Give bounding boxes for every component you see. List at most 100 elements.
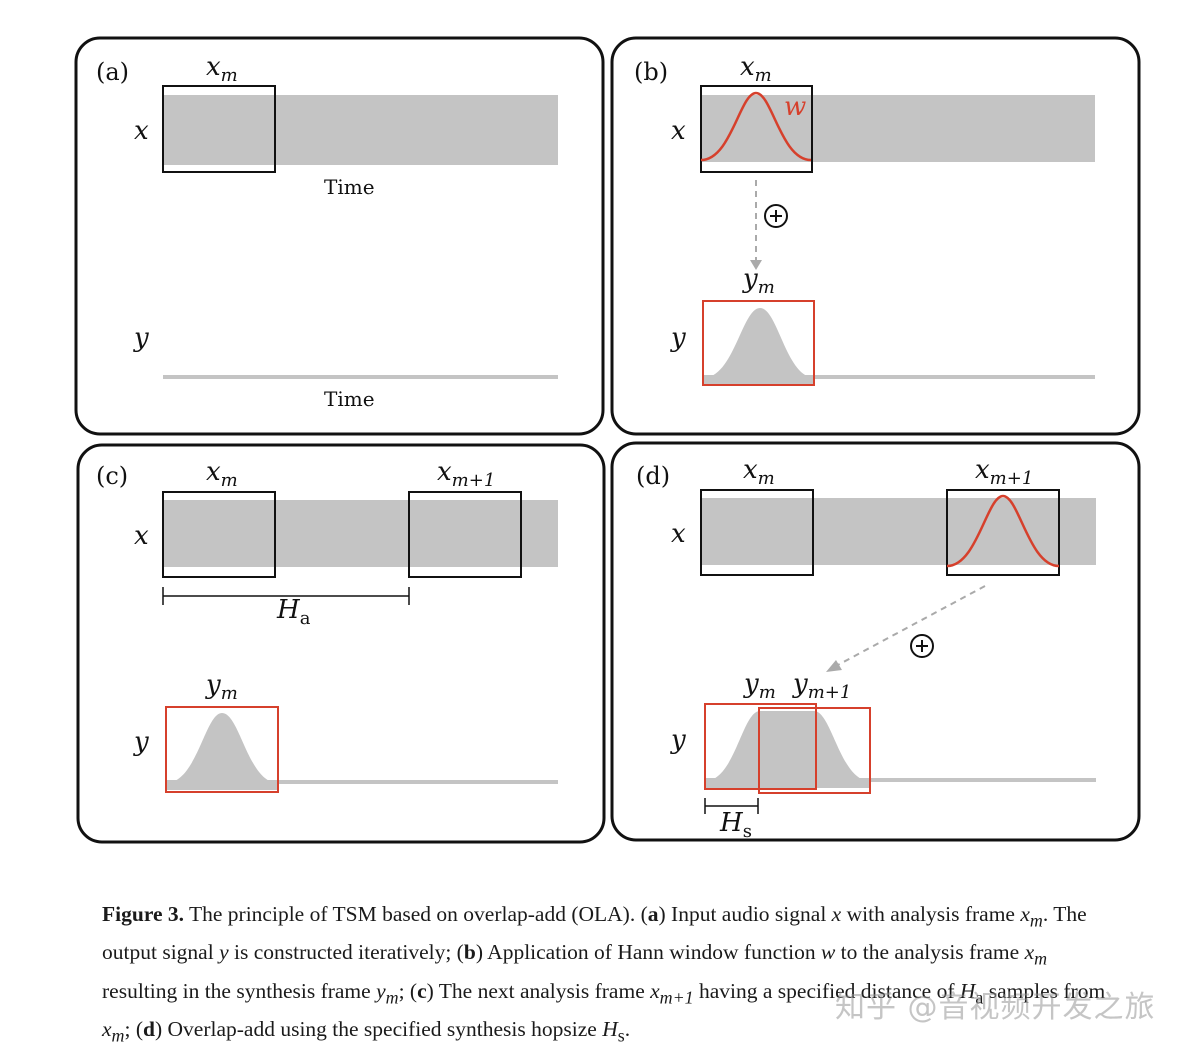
- panel-b: (b) x w xm ym y: [610, 36, 1141, 436]
- caption-subscript: s: [617, 1025, 625, 1046]
- panel-d-hop-label: Hs: [719, 808, 752, 842]
- panel-d-arrow-shaft: [835, 585, 986, 667]
- caption-subscript: m+1: [659, 986, 694, 1007]
- panel-b-synth-label: ym: [742, 264, 775, 298]
- panel-c-frame1-label: xm: [206, 457, 238, 491]
- panel-c-border: [76, 443, 606, 844]
- caption-symbol: y: [219, 940, 229, 965]
- caption-subscript: m: [1034, 948, 1048, 969]
- caption-symbol: w: [820, 940, 836, 965]
- panel-c-analysis-frame-m: [162, 491, 276, 578]
- panel-a-label: (a): [96, 58, 129, 86]
- panel-d-arrow-head: [826, 660, 842, 672]
- caption-figure-label: Figure 3.: [102, 902, 185, 926]
- caption-text: ) Application of Hann window function: [475, 940, 821, 965]
- panel-d-synth2-label: ym+1: [792, 669, 851, 703]
- panel-d-frame2-label: xm+1: [975, 455, 1033, 489]
- caption-text: The principle of TSM based on overlap-ad…: [184, 902, 648, 926]
- panel-d-hann-window-curve: [946, 494, 1060, 568]
- watermark: 知乎 @音视频开发之旅: [835, 990, 1156, 1025]
- panel-b-arrow-head: [750, 260, 762, 270]
- figure-caption: Figure 3. The principle of TSM based on …: [102, 898, 1112, 1051]
- panel-c-synth-label: ym: [205, 670, 238, 704]
- caption-text: resulting in the synthesis frame: [102, 978, 377, 1003]
- panel-d-analysis-frame-m1: [946, 489, 1060, 576]
- panel-a-signal-band: [163, 95, 558, 165]
- caption-subscript: m: [1029, 910, 1043, 931]
- caption-text: ) Input audio signal: [658, 902, 832, 926]
- caption-text: is constructed iteratively; (: [228, 940, 464, 965]
- caption-text: ) Overlap-add using the specified synthe…: [154, 1016, 603, 1041]
- panel-d-x-axis-label: x: [671, 519, 686, 549]
- caption-subscript: a: [975, 986, 984, 1007]
- panel-a-analysis-frame: [162, 85, 276, 173]
- panel-d-signal-band: [701, 498, 1096, 565]
- panel-d: (d) x xm xm+1 ym ym+1 y Hs: [610, 441, 1141, 842]
- panel-c-analysis-frame-m1: [408, 491, 522, 578]
- panel-b-hann-window-curve: [700, 91, 812, 162]
- panel-c-signal-band: [163, 500, 558, 567]
- caption-text: ; (: [124, 1016, 143, 1041]
- tsm-figure: (a) x xm Time y Time (b) x w xm ym y: [74, 36, 1141, 844]
- panel-c: (c) x xm xm+1 Ha ym y: [76, 443, 606, 844]
- panel-d-synthesis-frame-m: [704, 703, 817, 790]
- caption-text: having a specified distance of: [693, 978, 960, 1003]
- panel-a-x-axis-label: x: [134, 116, 149, 146]
- panel-b-label: (b): [634, 58, 668, 86]
- caption-text: . The output signal: [102, 902, 1087, 965]
- panel-b-analysis-frame: [700, 85, 813, 173]
- caption-text: .: [624, 1016, 631, 1041]
- caption-subscript: m: [111, 1025, 125, 1046]
- panel-c-frame2-label: xm+1: [437, 457, 495, 491]
- panel-c-hop-label: Ha: [276, 595, 311, 629]
- panel-c-label: (c): [96, 462, 128, 490]
- caption-symbol: x: [831, 902, 842, 926]
- panel-c-y-axis-label: y: [133, 727, 149, 757]
- caption-text: ) The next analysis frame: [426, 978, 651, 1003]
- panel-d-y-axis-label: y: [670, 725, 686, 755]
- panel-a-y-axis-label: y: [133, 323, 149, 353]
- caption-panel-ref: c: [417, 978, 427, 1003]
- caption-symbol: x: [1020, 902, 1030, 926]
- panel-c-x-axis-label: x: [134, 521, 149, 551]
- caption-panel-ref: a: [647, 902, 659, 926]
- panel-a-time-label-bottom: Time: [324, 387, 375, 411]
- panel-b-x-axis-label: x: [671, 116, 686, 146]
- caption-symbol: x: [1024, 940, 1035, 965]
- panel-b-frame-label: xm: [740, 52, 772, 86]
- panel-d-analysis-frame-m: [700, 489, 814, 576]
- caption-text: with analysis frame: [841, 902, 1021, 926]
- panel-d-hop-bracket: [704, 798, 759, 814]
- caption-text: to the analysis frame: [835, 940, 1025, 965]
- caption-symbol: H: [959, 978, 976, 1003]
- panel-a-time-label-top: Time: [324, 175, 375, 199]
- plus-circle-icon: [910, 634, 934, 658]
- panel-b-border: [610, 36, 1141, 436]
- caption-symbol: x: [102, 1016, 112, 1041]
- panel-a-frame-label: xm: [206, 52, 238, 86]
- panel-b-window-label: w: [784, 92, 806, 122]
- panel-d-overlap-add-shape: [705, 711, 870, 788]
- caption-symbol: H: [602, 1016, 618, 1041]
- panel-d-frame1-label: xm: [743, 455, 775, 489]
- panel-d-border: [610, 441, 1141, 842]
- panel-a: (a) x xm Time y Time: [74, 36, 605, 436]
- panel-b-synthesis-shape: [703, 308, 815, 384]
- panel-d-label: (d): [636, 462, 670, 490]
- panel-c-synthesis-shape: [166, 713, 278, 790]
- caption-text: samples from: [983, 978, 1106, 1003]
- panel-b-y-axis-label: y: [670, 323, 686, 353]
- panel-c-hop-bracket: [162, 587, 410, 605]
- panel-d-synthesis-frame-m1: [758, 707, 871, 794]
- panel-c-synthesis-frame: [165, 706, 279, 793]
- caption-symbol: y: [376, 978, 386, 1003]
- panel-d-synth1-label: ym: [743, 669, 776, 703]
- caption-subscript: m: [385, 986, 399, 1007]
- panel-a-border: [74, 36, 605, 436]
- panel-b-signal-band: [701, 95, 1095, 162]
- caption-symbol: x: [650, 978, 660, 1003]
- panel-b-synthesis-frame: [702, 300, 815, 386]
- caption-panel-ref: d: [143, 1016, 155, 1041]
- caption-panel-ref: b: [463, 940, 476, 965]
- plus-circle-icon: [764, 204, 788, 228]
